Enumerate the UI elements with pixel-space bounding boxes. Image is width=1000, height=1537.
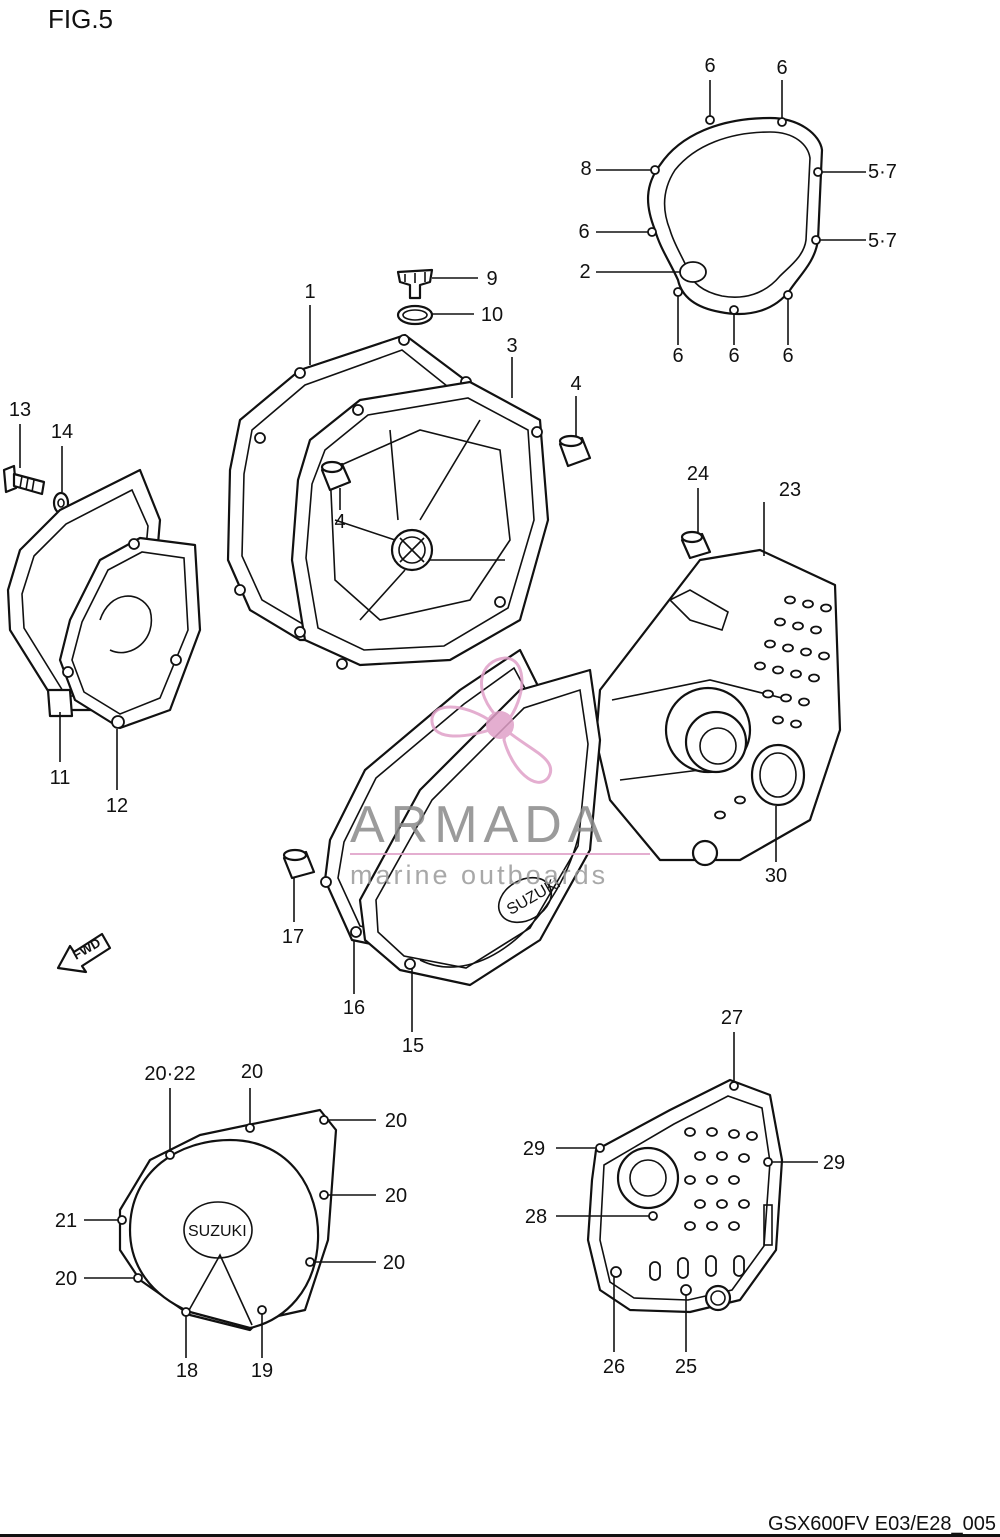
watermark-name: ARMADA	[350, 796, 608, 854]
callout-11: 11	[50, 767, 71, 789]
o-ring	[396, 304, 434, 326]
cover-vent-holes	[714, 595, 832, 820]
callout-21: 21	[55, 1210, 77, 1232]
callout-29-left: 29	[523, 1138, 545, 1160]
callout-17: 17	[282, 926, 304, 948]
callout-1: 1	[304, 281, 315, 303]
callout-6-bottom-1: 6	[672, 345, 683, 367]
callout-6-top-right: 6	[776, 57, 787, 79]
callout-20-right-2: 20	[385, 1185, 407, 1207]
callout-20-right-1: 20	[385, 1110, 407, 1132]
dowel-pin-2	[558, 434, 592, 468]
watermark-tagline: marine outboards	[350, 860, 608, 890]
callout-15: 15	[402, 1035, 424, 1057]
callout-4-inner: 4	[334, 511, 345, 533]
callout-5-7-bottom: 5·7	[868, 230, 897, 252]
callout-24: 24	[687, 463, 709, 485]
magneto-cover-gasket	[58, 536, 202, 730]
callout-26: 26	[603, 1356, 625, 1378]
callout-6-bottom-3: 6	[782, 345, 793, 367]
callout-20-left: 20	[55, 1268, 77, 1290]
figure-code: GSX600FV E03/E28_005	[768, 1513, 996, 1535]
callout-13: 13	[9, 399, 31, 421]
oil-filler-plug	[396, 268, 434, 300]
callout-3: 3	[506, 335, 517, 357]
propeller-logo-icon	[430, 656, 553, 784]
forward-arrow-icon: FWD	[56, 932, 112, 974]
callout-29-right: 29	[823, 1152, 845, 1174]
magneto-cover: SUZUKI	[117, 1108, 338, 1332]
callout-30: 30	[765, 865, 787, 887]
callout-6-top-left: 6	[704, 55, 715, 77]
clutch-cover	[290, 380, 550, 670]
callout-5-7-top: 5·7	[868, 161, 897, 183]
callout-leaders-magneto	[84, 1088, 376, 1358]
watermark: ARMADA marine outboards	[350, 656, 650, 890]
callout-23: 23	[779, 479, 801, 501]
dowel-pin	[320, 460, 352, 492]
callout-20-top: 20	[241, 1061, 263, 1083]
inspection-cap	[750, 743, 806, 807]
sprocket-cover-vents	[649, 1127, 758, 1281]
callout-4: 4	[570, 373, 581, 395]
callout-16: 16	[343, 997, 365, 1019]
callout-8: 8	[580, 158, 591, 180]
dowel-pin-3	[680, 530, 712, 560]
callout-2: 2	[579, 261, 590, 283]
callout-9: 9	[486, 268, 497, 290]
callout-25: 25	[675, 1356, 697, 1378]
callout-6-bottom-2: 6	[728, 345, 739, 367]
clutch-cover-gasket	[646, 115, 824, 316]
callout-leaders-gasket	[596, 80, 866, 345]
callout-leaders-sprocket	[556, 1032, 818, 1352]
dowel-pin-4	[282, 848, 316, 880]
callout-10: 10	[481, 304, 503, 326]
callout-28: 28	[525, 1206, 547, 1228]
callout-12: 12	[106, 795, 128, 817]
callout-6-left: 6	[578, 221, 589, 243]
figure-title: FIG.5	[48, 4, 113, 34]
callout-labels: 1 2 3 4 4 5·7 5·7 6 6 6 6 6 6 8 9 10 11 …	[9, 55, 897, 1382]
callout-14: 14	[51, 421, 73, 443]
callout-27: 27	[721, 1007, 743, 1029]
callout-20-22: 20·22	[144, 1063, 195, 1085]
callout-20-right-3: 20	[383, 1252, 405, 1274]
magneto-brand-text: SUZUKI	[188, 1223, 247, 1240]
bolt	[2, 464, 46, 496]
callout-18: 18	[176, 1360, 198, 1382]
callout-19: 19	[251, 1360, 273, 1382]
